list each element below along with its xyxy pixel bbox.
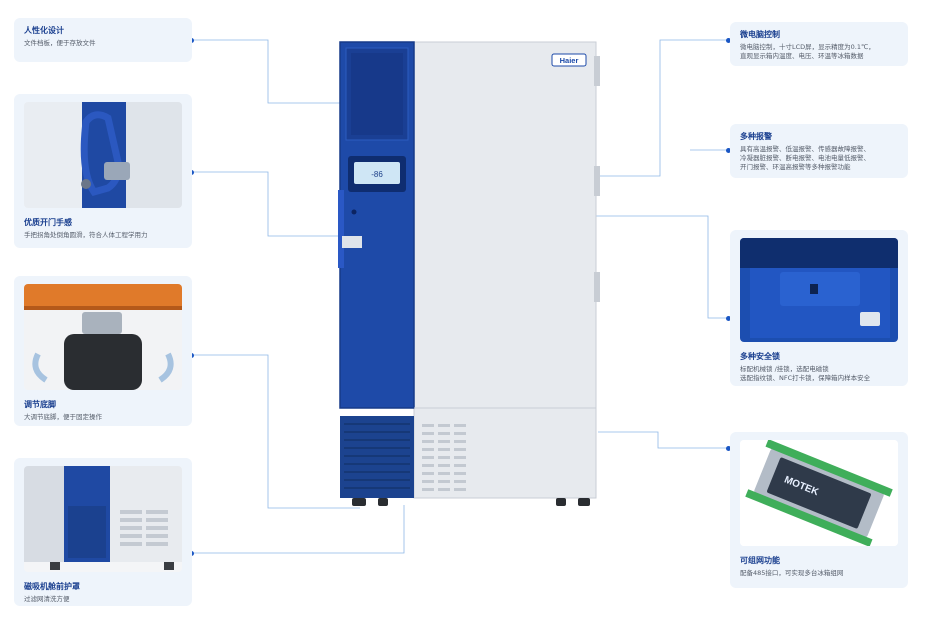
feature-card-compressor-cover: 磁吸机舱前护罩 过滤网清洗方便 (14, 458, 192, 606)
feature-title: 调节底脚 (24, 400, 56, 409)
desc-line: 开门报警、环温高报警等多种报警功能 (740, 163, 851, 172)
feature-title: 多种安全锁 (740, 352, 780, 361)
feature-card-adjust-feet: 调节底脚 大调节底脚，便于固定操作 (14, 276, 192, 426)
feature-title: 人性化设计 (24, 26, 64, 35)
feature-desc: 具有高温报警、低温报警、传感器故障报警、 冷凝器脏报警、断电报警、电池电量低报警… (740, 145, 898, 173)
desc-line: 标配机械锁 /挂锁，选配电磁锁 (740, 364, 829, 373)
feet-illustration (24, 284, 182, 390)
feature-title: 优质开门手感 (24, 218, 72, 227)
feature-desc: 配备485接口，可实现多台冰箱组网 (740, 568, 844, 577)
module-illustration: MOTEK (740, 440, 898, 546)
feature-title: 磁吸机舱前护罩 (24, 582, 80, 591)
feature-desc: 手把拐角处倒角圆滑，符合人体工程学用力 (24, 230, 148, 239)
connector-dot (726, 446, 731, 451)
feature-card-micro-control: 微电脑控制 微电脑控制，十寸LCD屏，显示精度为0.1℃， 直观显示箱内温度、电… (730, 22, 908, 66)
desc-line: 冷凝器脏报警、断电报警、电池电量低报警、 (740, 154, 870, 163)
connector-dot (726, 38, 731, 43)
connector-dot (726, 316, 731, 321)
connector-dot (726, 148, 731, 153)
desc-line: 具有高温报警、低温报警、传感器故障报警、 (740, 144, 870, 153)
brand-logo: Haier (560, 56, 579, 65)
feature-desc: 微电脑控制，十寸LCD屏，显示精度为0.1℃， 直观显示箱内温度、电压、环温等冰… (740, 43, 898, 62)
feature-desc: 文件档板，便于存放文件 (24, 38, 96, 47)
feature-card-human-design: 人性化设计 文件档板，便于存放文件 (14, 18, 192, 62)
feature-desc: 过滤网清洗方便 (24, 594, 70, 603)
feature-card-door-handle: 优质开门手感 手把拐角处倒角圆滑，符合人体工程学用力 (14, 94, 192, 248)
handle-illustration (24, 102, 182, 208)
feature-card-alarms: 多种报警 具有高温报警、低温报警、传感器故障报警、 冷凝器脏报警、断电报警、电池… (730, 124, 908, 178)
security-lock-photo (740, 238, 898, 342)
cover-illustration (24, 466, 182, 572)
desc-line: 微电脑控制，十寸LCD屏，显示精度为0.1℃， (740, 42, 875, 51)
display-readout: -86 (371, 170, 383, 179)
freezer-illustration: -86 Haier (329, 40, 600, 508)
desc-line: 选配指纹锁、NFC打卡锁，保障箱内样本安全 (740, 374, 871, 383)
compressor-cover-photo (24, 466, 182, 572)
feature-card-networking: MOTEK 可组网功能 配备485接口，可实现多台冰箱组网 (730, 432, 908, 588)
adjust-feet-photo (24, 284, 182, 390)
feature-title: 可组网功能 (740, 556, 780, 565)
door-handle-photo (24, 102, 182, 208)
desc-line: 直观显示箱内温度、电压、环温等冰箱数据 (740, 52, 864, 61)
feature-desc: 标配机械锁 /挂锁，选配电磁锁 选配指纹锁、NFC打卡锁，保障箱内样本安全 (740, 365, 898, 384)
feature-desc: 大调节底脚，便于固定操作 (24, 412, 102, 421)
feature-title: 多种报警 (740, 132, 772, 141)
feature-title: 微电脑控制 (740, 30, 780, 39)
feature-card-security-lock: 多种安全锁 标配机械锁 /挂锁，选配电磁锁 选配指纹锁、NFC打卡锁，保障箱内样… (730, 230, 908, 386)
network-module-photo: MOTEK (740, 440, 898, 546)
lock-illustration (740, 238, 898, 342)
